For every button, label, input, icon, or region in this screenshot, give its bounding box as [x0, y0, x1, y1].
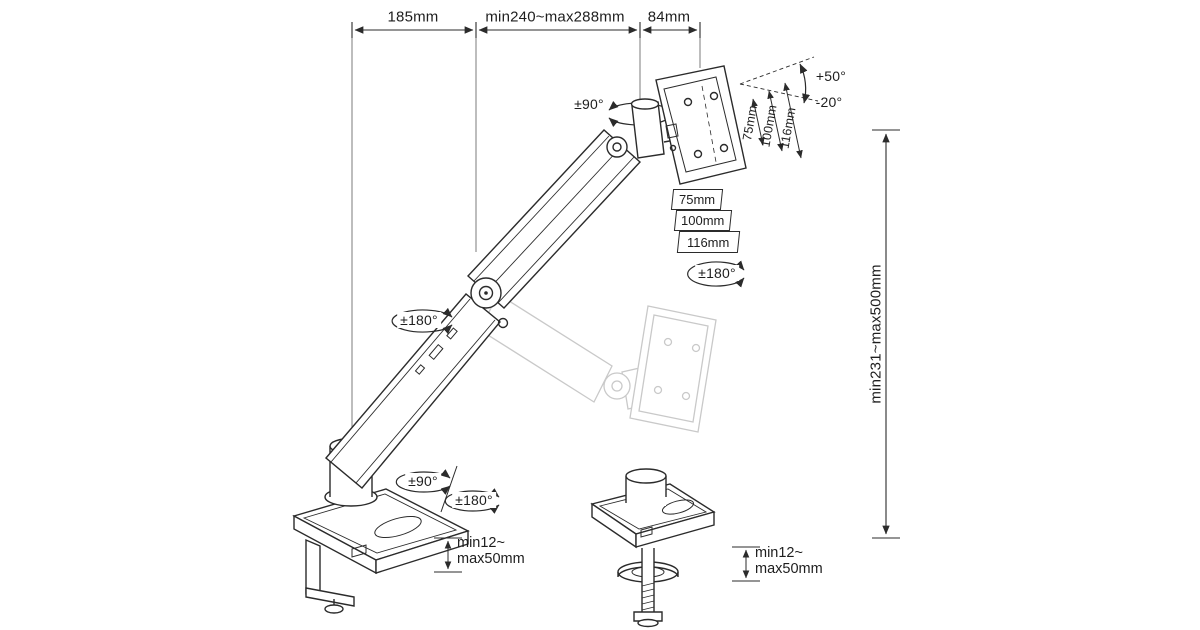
ghost-arm-position	[479, 293, 717, 433]
angle-plate-rotation-label: ±180°	[695, 265, 739, 281]
elbow-joint	[470, 277, 509, 329]
clamp-dimension-right	[732, 546, 760, 582]
height-range-label: min231~max500mm	[867, 264, 885, 404]
clamp-dimension-left	[434, 537, 462, 573]
angle-tilt-up-label: +50°	[815, 68, 847, 84]
tilt-indicator	[739, 56, 819, 104]
vesa-horizontal-75-label: 75mm	[678, 192, 716, 207]
vesa-horizontal-100-label: 100mm	[681, 213, 725, 228]
clamp-range-right-label: min12~ max50mm	[755, 545, 823, 577]
vesa-horizontal-100-box: 100mm	[673, 210, 733, 231]
angle-tilt-down-label: -20°	[815, 94, 843, 110]
angle-monitor-swivel-label: ±90°	[574, 96, 604, 112]
vesa-horizontal-116-label: 116mm	[687, 234, 730, 250]
angle-base-rotation-label: ±180°	[452, 492, 496, 508]
clamp-range-left-line1: min12~	[457, 535, 505, 551]
clamp-range-right-line1: min12~	[755, 545, 803, 561]
top-dimension-lines	[351, 22, 701, 38]
top-pivot	[606, 98, 676, 159]
clamp-range-right-line2: max50mm	[755, 561, 823, 577]
dim-label-left: 185mm	[387, 8, 439, 26]
angle-arm-rotation-label: ±180°	[397, 312, 441, 328]
plate-rotation-arrow	[687, 260, 745, 288]
vesa-dimension-lines	[751, 82, 803, 159]
dim-label-middle: min240~max288mm	[485, 8, 625, 26]
vesa-horizontal-75-box: 75mm	[670, 189, 724, 210]
angle-base-swivel-label: ±90°	[405, 473, 441, 489]
height-dimension-line	[872, 129, 900, 539]
base-rotation-arrows	[395, 465, 500, 514]
clamp-range-left-line2: max50mm	[457, 551, 525, 567]
clamp-range-left-label: min12~ max50mm	[457, 535, 525, 567]
desk-clamp	[305, 538, 355, 614]
dim-label-right: 84mm	[647, 8, 691, 26]
extension-lines	[351, 38, 701, 458]
vesa-plate	[655, 65, 747, 185]
grommet-base	[590, 468, 716, 628]
arm-rotation-arrow	[391, 307, 453, 335]
vesa-horizontal-116-box: 116mm	[676, 231, 741, 253]
